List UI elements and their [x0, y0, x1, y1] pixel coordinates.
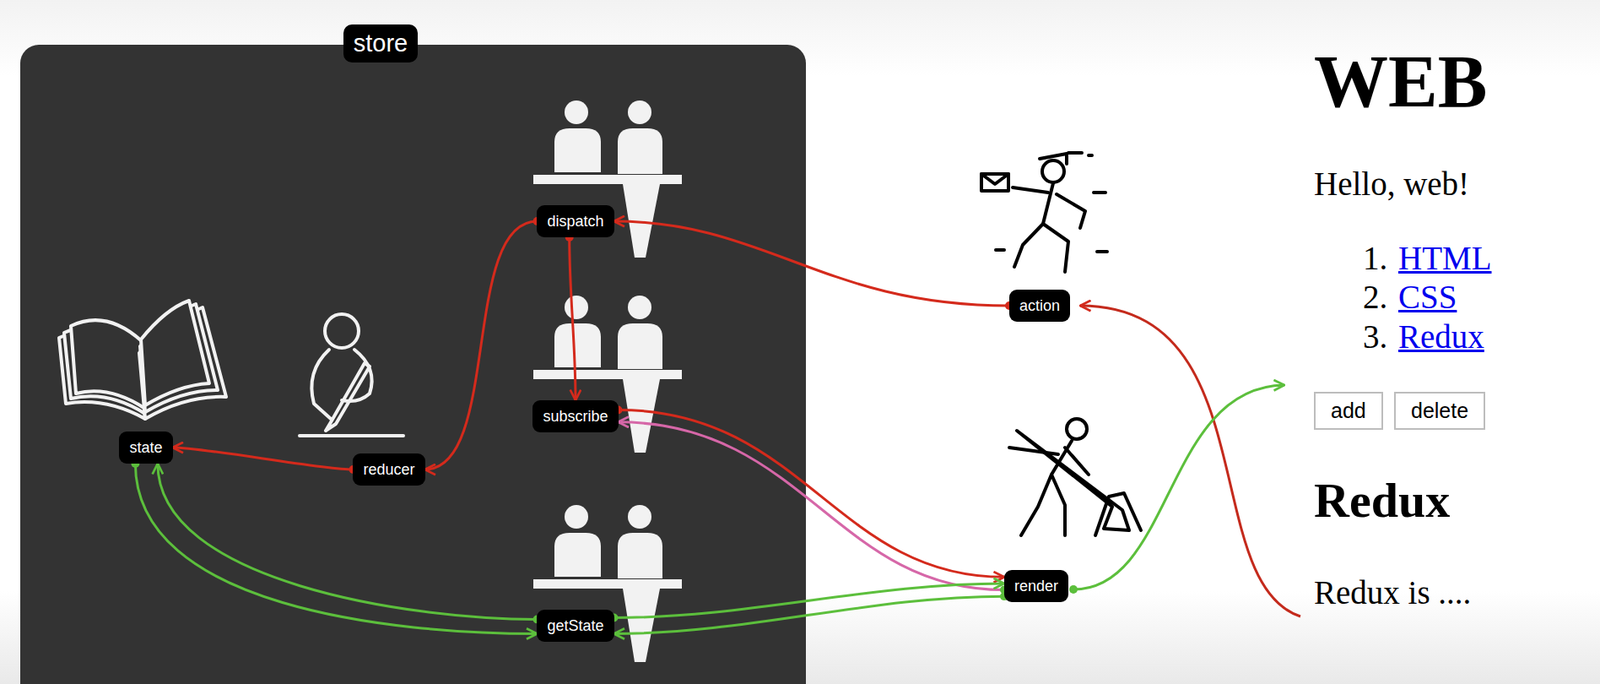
drawing-part — [995, 152, 1108, 252]
node-text: reducer — [362, 460, 415, 478]
flow-connector — [569, 237, 576, 400]
page-heading: Redux — [1313, 472, 1450, 530]
list-number: 2. — [1362, 278, 1388, 317]
flow-connector — [157, 463, 538, 619]
page-title: WEB — [1313, 38, 1487, 125]
render-to-page-line — [1073, 384, 1285, 590]
flow-connector — [135, 463, 537, 634]
worker-icon — [1009, 418, 1141, 536]
drawing-part — [1012, 187, 1049, 193]
node-text: delete — [1410, 398, 1469, 422]
list-number: 3. — [1362, 318, 1388, 357]
counter-clerks — [533, 295, 682, 453]
node-text: add — [1330, 398, 1367, 422]
node-text: action — [1019, 297, 1060, 314]
list-link: CSS — [1398, 278, 1457, 317]
drawing-part — [1016, 430, 1130, 530]
flow-connector — [172, 447, 354, 470]
page-button: delete — [1394, 391, 1486, 430]
node-text: getState — [546, 616, 604, 634]
api-label: dispatch — [536, 205, 614, 238]
postman-icon — [981, 152, 1108, 272]
api-label: getState — [536, 609, 614, 642]
drawing-part — [1009, 447, 1059, 455]
list-link: HTML — [1398, 239, 1492, 278]
render-label: render — [1004, 569, 1069, 602]
flow-connector — [614, 583, 1005, 618]
node-text: state — [129, 438, 163, 456]
page-text: Hello, web! — [1313, 165, 1470, 204]
drawing-part — [981, 173, 1009, 191]
drawing-part — [70, 319, 146, 409]
node-text: subscribe — [542, 407, 608, 425]
page-text: Redux is .... — [1313, 573, 1471, 612]
flow-connector — [618, 421, 1005, 590]
page-to-action-line — [1080, 305, 1301, 617]
action-label: action — [1009, 289, 1071, 322]
drawing-part — [1043, 223, 1069, 272]
drawing-part — [1066, 418, 1087, 439]
node-text: render — [1014, 577, 1059, 595]
drawing-part — [325, 362, 370, 431]
state-label: state — [118, 431, 173, 464]
drawing-part — [1039, 153, 1067, 164]
reducer-label: reducer — [352, 453, 425, 486]
book-icon — [59, 300, 227, 419]
drawing-part — [1095, 492, 1141, 536]
drawing-part — [299, 433, 404, 438]
flow-connector — [425, 221, 538, 470]
list-link: Redux — [1398, 318, 1485, 357]
drawing-part — [1042, 160, 1065, 183]
drawing-part — [324, 313, 359, 348]
drawing-part — [981, 173, 1009, 184]
counter-clerks — [533, 504, 682, 662]
drawing-part — [311, 349, 331, 419]
drawing-part — [1051, 474, 1065, 536]
api-label: subscribe — [532, 400, 618, 433]
store-panel — [20, 44, 806, 684]
flow-connector — [614, 595, 1005, 633]
counter-clerks — [533, 100, 682, 258]
panel-heading: store — [343, 24, 418, 63]
store-panel: storedispatchsubscribestatereducergetSta… — [20, 44, 806, 684]
list-number: 1. — [1362, 239, 1388, 278]
drawing-part — [1056, 194, 1086, 228]
node-text: dispatch — [546, 212, 604, 230]
writer-icon — [299, 313, 404, 436]
flow-connector — [618, 409, 1005, 577]
drawing-part — [140, 300, 210, 406]
flow-connector — [614, 221, 1010, 306]
page-button: add — [1313, 391, 1384, 430]
